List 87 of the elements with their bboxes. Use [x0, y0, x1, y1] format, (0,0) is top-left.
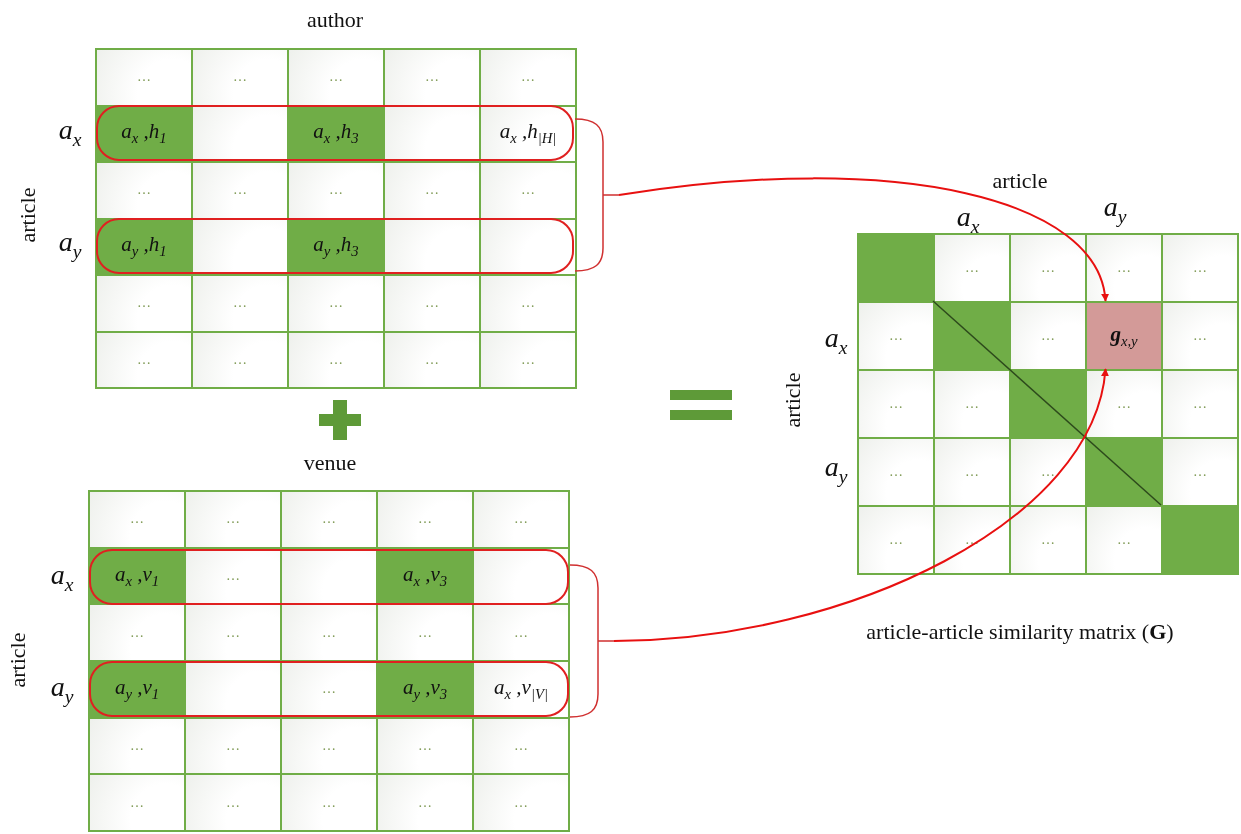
matrix-cell: …: [480, 331, 576, 388]
matrix-cell: …: [96, 49, 192, 106]
matrix-cell: …: [192, 49, 288, 106]
matrix-cell: …: [281, 717, 377, 775]
matrix-cell: a$_{x}$ ,h$_{1}$: [96, 105, 192, 162]
matrix-cell: …: [288, 162, 384, 219]
matrix-cell: …: [480, 275, 576, 332]
row-label: a$_{x}$: [824, 324, 848, 358]
matrix-cell: …: [1162, 234, 1238, 302]
matrix-cell: …: [96, 162, 192, 219]
matrix-cell: …: [480, 49, 576, 106]
matrix-cell: …: [281, 774, 377, 832]
axis-title: author: [306, 9, 364, 31]
axis-title: venue: [303, 452, 357, 474]
matrix-cell: …: [89, 491, 185, 548]
matrix-cell: …: [934, 234, 1010, 302]
axis-title: article: [7, 632, 29, 688]
matrix-cell: …: [473, 717, 569, 775]
bracket: [570, 564, 614, 718]
matrix-cell: …: [1086, 506, 1162, 574]
matrix-cell: …: [96, 275, 192, 332]
matrix-cell: …: [1162, 438, 1238, 506]
matrix-cell: …: [288, 49, 384, 106]
row-label: a$_{x}$: [956, 203, 980, 237]
matrix-cell: …: [377, 774, 473, 832]
matrix-cell: …: [192, 275, 288, 332]
matrix-cell: …: [1010, 506, 1086, 574]
arrow: [613, 368, 1109, 642]
matrix-cell: …: [858, 506, 934, 574]
matrix-cell: …: [185, 604, 281, 662]
matrix-cell: …: [1086, 370, 1162, 438]
matrix-cell: …: [384, 162, 480, 219]
matrix-cell: …: [377, 491, 473, 548]
matrix-cell: …: [288, 275, 384, 332]
matrix-cell: …: [1162, 302, 1238, 370]
matrix-cell: …: [281, 491, 377, 548]
row-label: a$_{x}$: [50, 561, 74, 595]
matrix-cell: a$_{x}$ ,h$_{|H|}$: [480, 105, 576, 162]
matrix-cell: …: [480, 162, 576, 219]
matrix-cell: a$_{y}$ ,v$_{3}$: [377, 661, 473, 718]
matrix-cell: a$_{y}$ ,h$_{1}$: [96, 218, 192, 275]
matrix-cell: a$_{y}$ ,h$_{3}$: [288, 218, 384, 275]
matrix-cell: …: [96, 331, 192, 388]
bracket: [575, 118, 619, 272]
matrix-cell: …: [473, 774, 569, 832]
row-label: a$_{y}$: [824, 453, 848, 487]
matrix-cell: …: [473, 491, 569, 548]
matrix-cell: …: [185, 717, 281, 775]
matrix-cell: …: [281, 661, 377, 718]
matrix-cell: …: [185, 774, 281, 832]
matrix-cell: …: [192, 331, 288, 388]
matrix-cell: …: [192, 162, 288, 219]
matrix-cell: …: [858, 370, 934, 438]
matrix-cell: …: [89, 717, 185, 775]
row-label: a$_{y}$: [50, 673, 74, 707]
arrow: [618, 177, 1108, 302]
matrix-cell: …: [858, 302, 934, 370]
matrix-cell: …: [89, 774, 185, 832]
axis-title: article: [17, 187, 39, 243]
matrix-cell: …: [1010, 302, 1086, 370]
matrix-cell: a$_{x}$ ,v$_{|V|}$: [473, 661, 569, 718]
row-label: a$_{y}$: [1103, 193, 1127, 227]
matrix-cell: …: [377, 717, 473, 775]
row-label: a$_{y}$: [58, 228, 82, 262]
matrix-cell: …: [1010, 234, 1086, 302]
matrix-cell: a$_{x}$ ,h$_{3}$: [288, 105, 384, 162]
caption: article-article similarity matrix (G): [866, 621, 1174, 643]
matrix-cell: …: [473, 604, 569, 662]
matrix-cell: …: [858, 438, 934, 506]
axis-title: article: [992, 170, 1048, 192]
axis-title: article: [782, 372, 804, 428]
matrix-cell: …: [89, 604, 185, 662]
matrix-cell: …: [281, 604, 377, 662]
matrix-cell: …: [384, 331, 480, 388]
matrix-cell: …: [384, 49, 480, 106]
matrix-cell: …: [288, 331, 384, 388]
matrix-cell: …: [1086, 234, 1162, 302]
matrix-cell: …: [934, 370, 1010, 438]
highlighted-matrix-cell: g$_{x,y}$: [1086, 302, 1162, 370]
matrix-cell: …: [934, 438, 1010, 506]
matrix-cell: …: [384, 275, 480, 332]
row-label: a$_{x}$: [58, 116, 82, 150]
matrix-cell: …: [185, 491, 281, 548]
matrix-cell: …: [1162, 370, 1238, 438]
matrix-cell: …: [377, 604, 473, 662]
matrix-cell: a$_{y}$ ,v$_{1}$: [89, 661, 185, 718]
matrix-cell: …: [1010, 438, 1086, 506]
